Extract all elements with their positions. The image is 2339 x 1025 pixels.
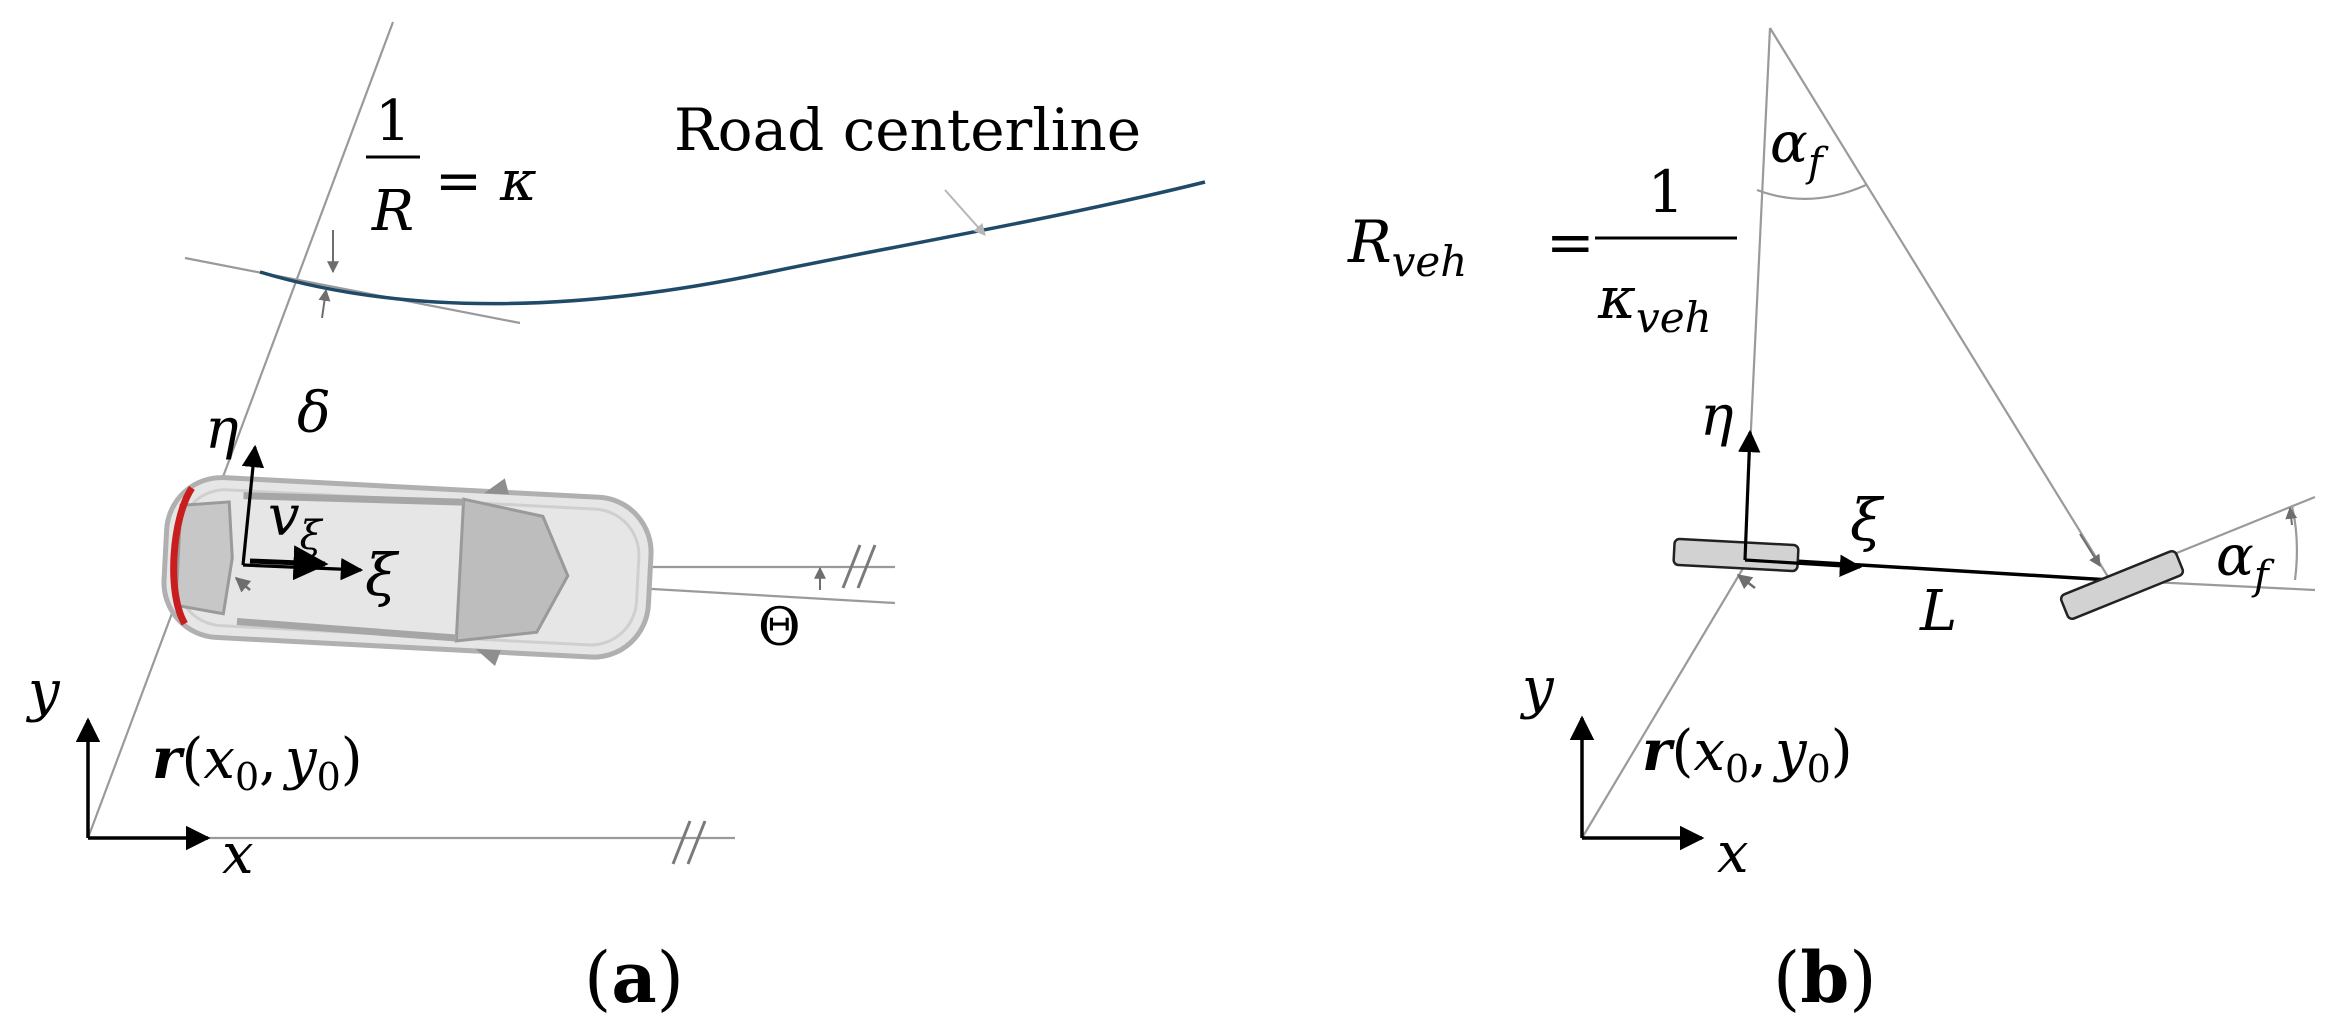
alpha-top-arc [1756, 183, 1867, 200]
alpha-side-arrow [2285, 506, 2298, 526]
world-x-label-b: x [1717, 821, 1749, 886]
curvature-arrow-up [318, 288, 331, 319]
parallel-mark-bottom-1 [671, 820, 692, 865]
world-x-label-a: x [222, 822, 254, 887]
rear-wheel [1672, 537, 1800, 573]
position-label-b: r(x0,y0) [1642, 718, 1853, 791]
car-taillights [170, 485, 195, 626]
position-vector-arrowhead [234, 577, 252, 593]
car-top-view [161, 475, 654, 667]
car-right-mirror [475, 649, 501, 667]
radius-label: Rveh [1347, 208, 1467, 286]
wheelbase-label: L [1919, 579, 1957, 644]
eta-label-a: η [205, 397, 239, 462]
car-right-trim [236, 618, 457, 642]
wheelbase-line [1744, 556, 2111, 582]
position-vector-line [1581, 564, 1746, 839]
front-normal-line [1769, 27, 2111, 581]
panel-b-label: (b) [1773, 936, 1877, 1019]
normal-line [86, 21, 395, 839]
radius-equals: = [1546, 208, 1595, 276]
alpha-top-label: αf [1770, 111, 1829, 186]
road-centerline [259, 180, 1206, 306]
panel-a-label: (a) [584, 936, 684, 1019]
alpha-side-arc [2290, 505, 2298, 581]
world-y-label-b: y [1519, 656, 1555, 721]
curvature-denominator: R [371, 179, 414, 244]
alpha-side-label: αf [2216, 524, 2275, 599]
radius-denominator: κveh [1597, 264, 1712, 342]
velocity-arrow [249, 545, 329, 581]
steering-angle-symbol: δ [297, 381, 331, 446]
eta-axis-arrow-b [1738, 429, 1761, 561]
parallel-mark-top-2 [856, 544, 877, 589]
position-label-a: r(x0,y0) [152, 726, 363, 799]
world-y-label-a: y [25, 659, 61, 724]
car-left-mirror [483, 478, 509, 495]
curvature-equals: = [435, 149, 482, 214]
xi-label-a: ξ [365, 541, 400, 609]
road-centerline-label: Road centerline [674, 96, 1141, 164]
velocity-label: vξ [268, 484, 324, 559]
xi-label-b: ξ [1850, 486, 1885, 554]
curvature-kappa: κ [499, 149, 537, 214]
parallel-mark-top-1 [841, 544, 862, 589]
car-rear-window [174, 500, 234, 616]
radius-numerator: 1 [1648, 158, 1685, 226]
panel-b-construction-lines [1581, 27, 2316, 839]
xi-axis-arrow-b [1744, 554, 1863, 577]
heading-angle-label: Θ [758, 598, 801, 658]
curvature-numerator: 1 [375, 89, 411, 154]
panel-a: 1 R = κ Road centerline δ η vξ ξ Θ y x r… [25, 21, 1206, 1019]
tangent-line [184, 256, 521, 325]
car-windshield [454, 497, 570, 643]
rear-position-arrowhead [1736, 574, 1756, 590]
parallel-mark-bottom-2 [686, 820, 707, 865]
car-left-trim [243, 492, 464, 506]
centerline-pointer-arrow [944, 189, 986, 236]
front-wheel [2059, 549, 2185, 621]
eta-axis-arrow [241, 444, 265, 566]
panel-b: Rveh = 1 κveh αf αf η ξ L y x r(x0,y0) (… [1347, 27, 2316, 1019]
eta-label-b: η [1700, 384, 1734, 449]
panel-a-parallel-marks [671, 544, 877, 865]
front-normal-arrowhead [2079, 533, 2101, 568]
